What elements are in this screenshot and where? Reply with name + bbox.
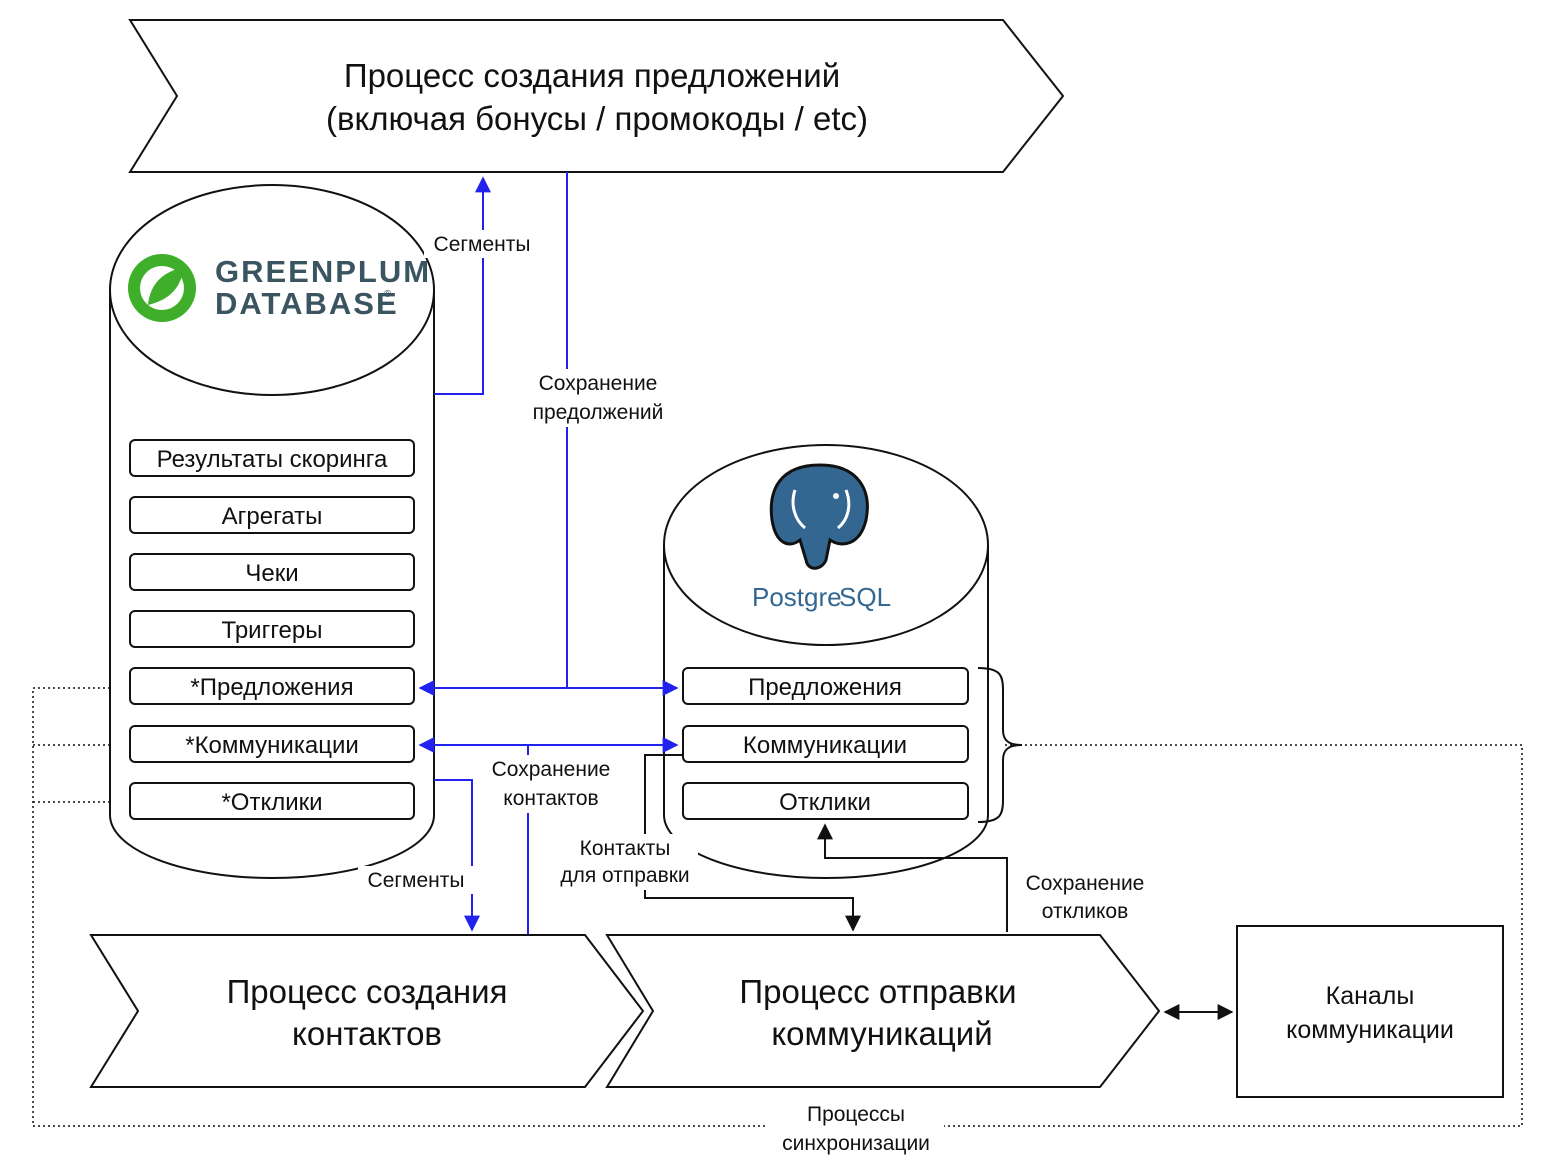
contacts-for-sending-arrow [644, 754, 861, 932]
save-offers-label-line1: Сохранение [539, 372, 658, 395]
contacts-process-title-line2: контактов [292, 1015, 442, 1052]
save-responses-label-line2: откликов [1042, 900, 1129, 923]
offers-process-title-line1: Процесс создания предложений [344, 57, 840, 94]
gp-table-label: Агрегаты [222, 503, 323, 530]
channels-title-line2: коммуникации [1286, 1016, 1454, 1044]
send-process-title-line2: коммуникаций [771, 1015, 992, 1052]
contacts-process-title-line1: Процесс создания [227, 973, 508, 1010]
gp-table-offers[interactable]: *Предложения [129, 667, 415, 705]
channels-title-line1: Каналы [1326, 982, 1415, 1010]
gp-table-responses[interactable]: *Отклики [129, 782, 415, 820]
greenplum-database: GREENPLUM DATABASE ® Результаты скоринга… [109, 184, 435, 879]
gp-table-label: *Отклики [221, 789, 322, 816]
gp-table-label: *Коммуникации [185, 732, 359, 759]
sync-processes-label-line1: Процессы [807, 1103, 905, 1126]
pg-table-label: Коммуникации [743, 732, 907, 759]
registered-mark: ® [384, 289, 392, 300]
greenplum-logo-text: GREENPLUM [215, 254, 431, 289]
save-responses-arrow [817, 823, 1008, 932]
sync-processes-loop [32, 682, 1523, 1127]
offers-process-title-line2: (включая бонусы / промокоды / etc) [326, 100, 868, 137]
save-contacts-label-line1: Сохранение [492, 758, 611, 781]
gp-table-label: Чеки [245, 560, 298, 587]
contacts-for-sending-label-line1: Контакты [580, 837, 671, 860]
greenplum-logo-icon [128, 254, 196, 322]
gp-table-receipts[interactable]: Чеки [129, 553, 415, 591]
segments-top-label: Сегменты [434, 233, 531, 256]
database-logo-text: DATABASE [215, 286, 399, 321]
save-offers-label-line2: предолжений [533, 401, 664, 424]
gp-table-label: *Предложения [190, 674, 353, 701]
gp-table-aggregates[interactable]: Агрегаты [129, 496, 415, 534]
gp-table-communications[interactable]: *Коммуникации [129, 725, 415, 763]
send-process-title-line1: Процесс отправки [739, 973, 1016, 1010]
save-responses-label-line1: Сохранение [1026, 872, 1145, 895]
gp-table-scoring[interactable]: Результаты скоринга [129, 439, 415, 477]
gp-table-label: Триггеры [222, 617, 323, 644]
pg-tables-brace [977, 667, 1023, 823]
postgresql-elephant-icon [769, 463, 869, 570]
pg-table-label: Предложения [748, 674, 902, 701]
segments-to-offers-arrow [434, 176, 491, 395]
contacts-for-sending-label-line2: для отправки [560, 864, 689, 887]
communication-channels-box: Каналы коммуникации [1236, 925, 1504, 1098]
contacts-creation-process: Процесс создания контактов [89, 934, 645, 1088]
save-contacts-label-line2: контактов [503, 787, 598, 810]
pg-table-communications[interactable]: Коммуникации [682, 725, 969, 763]
gp-table-label: Результаты скоринга [157, 446, 388, 473]
sync-processes-label-line2: синхронизации [782, 1132, 930, 1155]
pg-table-offers[interactable]: Предложения [682, 667, 969, 705]
postgresql-logo-text-left: Postgre [752, 582, 842, 612]
postgresql-database: Postgre SQL Предложения Коммуникации Отк… [663, 444, 989, 879]
pg-table-responses[interactable]: Отклики [682, 782, 969, 820]
communications-sending-process: Процесс отправки коммуникаций [605, 934, 1161, 1088]
pg-table-label: Отклики [779, 789, 871, 816]
gp-table-triggers[interactable]: Триггеры [129, 610, 415, 648]
postgresql-logo-text-right: SQL [839, 582, 891, 612]
segments-to-contacts-arrow [434, 779, 480, 932]
segments-bottom-label: Сегменты [368, 869, 465, 892]
offers-creation-process: Процесс создания предложений (включая бо… [128, 19, 1065, 173]
